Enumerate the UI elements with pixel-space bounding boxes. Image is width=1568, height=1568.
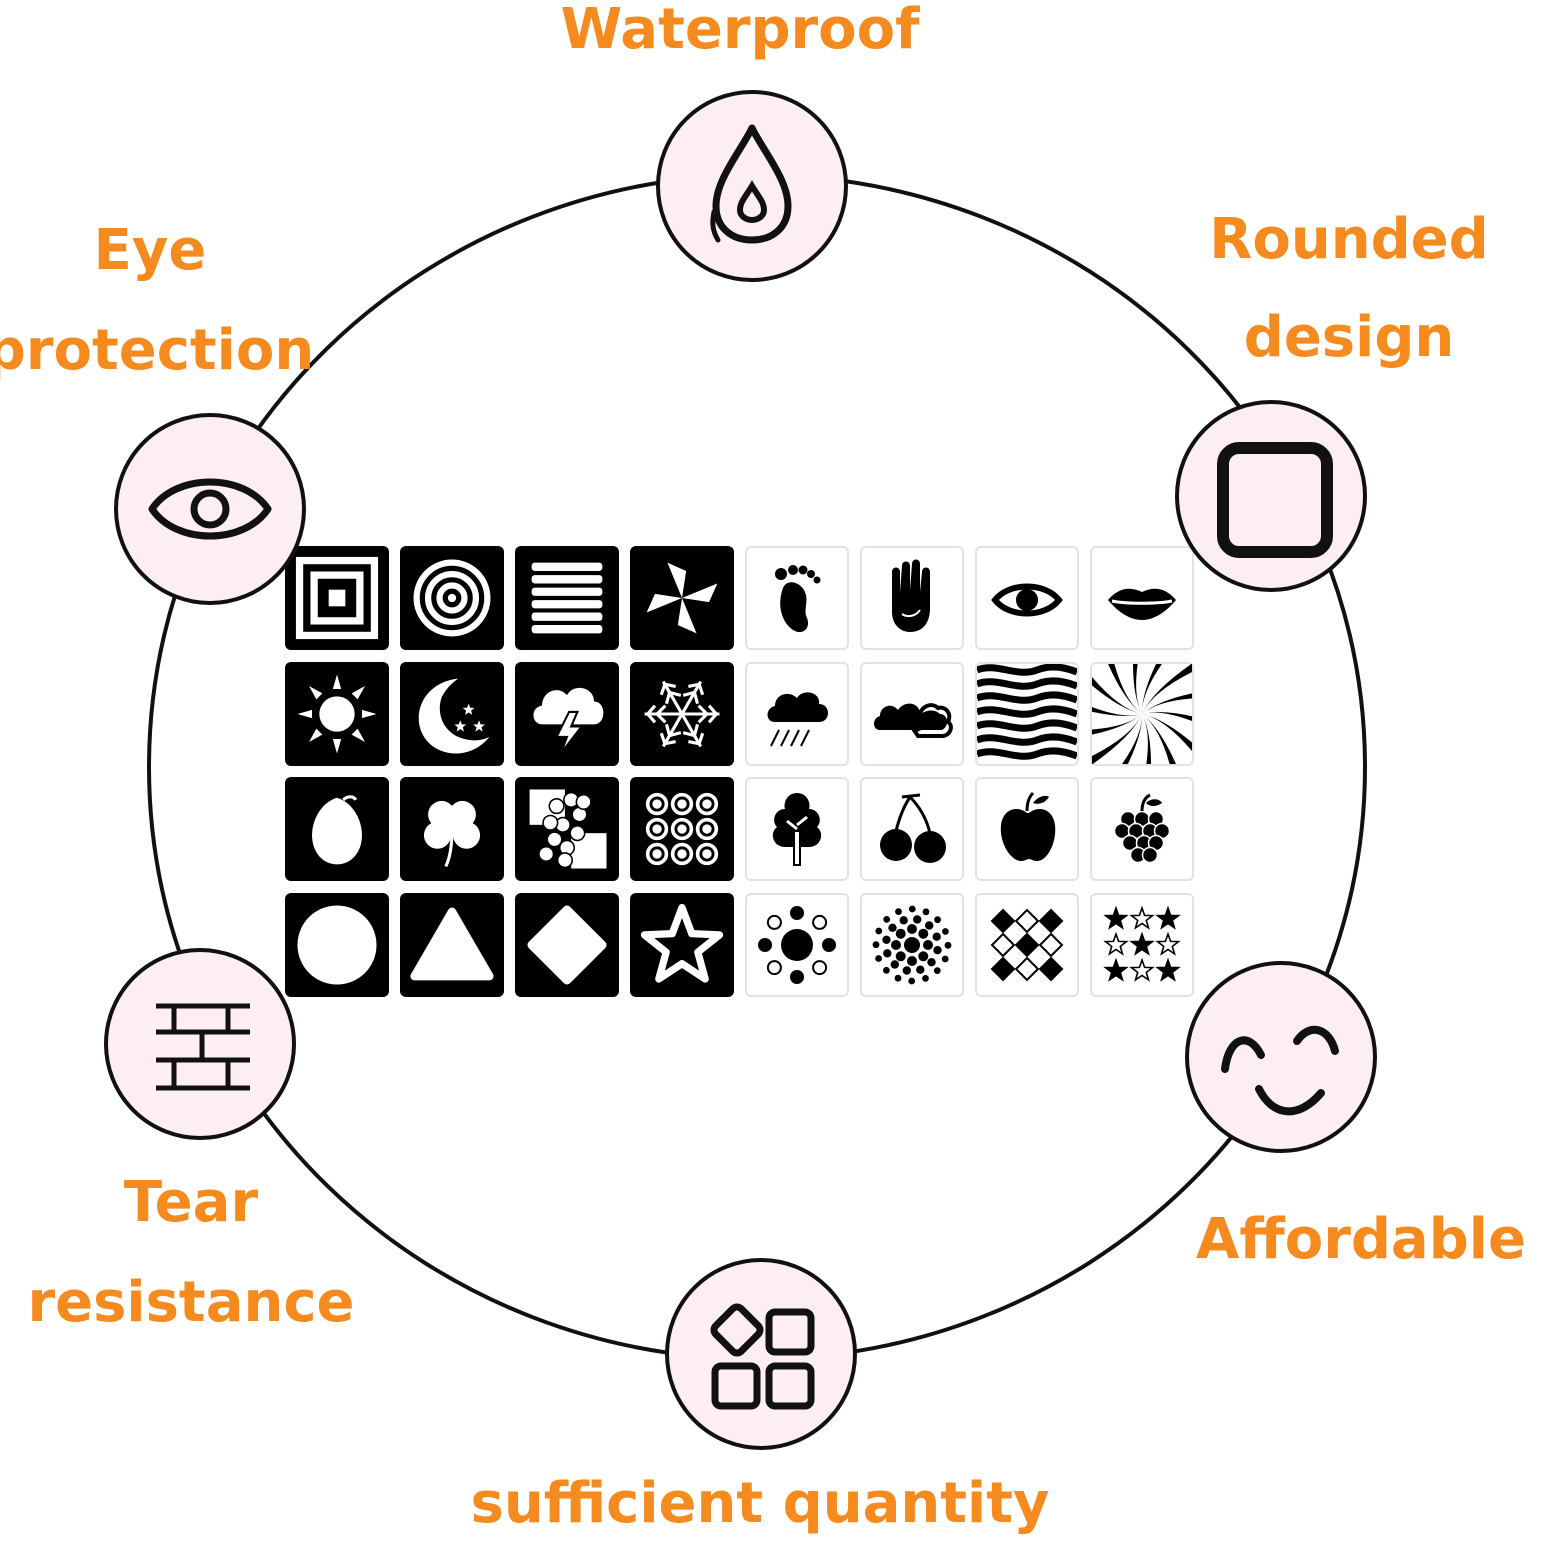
thunder-cloud-icon xyxy=(533,687,604,754)
swirl-icon xyxy=(1092,663,1192,764)
affordable-node xyxy=(1185,961,1377,1153)
eye-icon xyxy=(148,478,272,540)
star-shape-icon xyxy=(640,903,724,983)
lemon-icon xyxy=(312,795,362,865)
stripes-icon xyxy=(531,562,603,634)
card-stripes xyxy=(515,546,619,650)
rounded-design-node xyxy=(1175,400,1367,592)
tree-icon xyxy=(772,793,822,866)
card-lemon xyxy=(285,777,389,881)
card-lips xyxy=(1090,546,1194,650)
card-dot-flower xyxy=(745,892,849,997)
clover-icon xyxy=(423,800,481,868)
card-star-grid xyxy=(1090,892,1194,997)
star-grid-icon xyxy=(1103,905,1181,982)
diamond-shape-icon xyxy=(527,904,607,985)
card-apple xyxy=(975,777,1079,881)
card-tree xyxy=(745,777,849,881)
tear-resistance-label: Tear resistance xyxy=(27,1170,355,1335)
moon-stars-icon xyxy=(418,678,490,754)
grapes-icon xyxy=(1113,793,1171,864)
card-diamond-shape xyxy=(515,892,619,997)
app-blocks-icon xyxy=(710,1303,815,1410)
card-swirl xyxy=(1090,661,1194,766)
footprint-icon xyxy=(775,565,821,633)
card-thunder-cloud xyxy=(515,661,619,766)
card-snowflake xyxy=(630,661,734,766)
card-diamond-grid xyxy=(975,892,1079,997)
circle-shape-icon xyxy=(297,904,377,985)
card-clover xyxy=(400,777,504,881)
eye-icon xyxy=(991,583,1063,617)
tear-resistance-node xyxy=(104,948,296,1140)
concentric-circles-icon xyxy=(413,559,491,637)
water-drop-icon xyxy=(710,124,792,244)
rain-cloud-icon xyxy=(767,691,828,746)
eye-protection-node xyxy=(114,413,306,605)
card-rain-cloud xyxy=(745,661,849,766)
card-dot-burst xyxy=(860,892,964,997)
ring-grid-icon xyxy=(645,792,719,866)
card-circle-shape xyxy=(285,892,389,997)
lips-icon xyxy=(1108,588,1176,620)
dots-pattern-icon xyxy=(529,789,607,869)
card-waves xyxy=(975,661,1079,766)
card-dots-pattern xyxy=(515,777,619,881)
card-concentric-circles xyxy=(400,546,504,650)
concentric-squares-icon xyxy=(295,556,379,640)
card-star-shape xyxy=(630,892,734,997)
card-cherries xyxy=(860,777,964,881)
card-triangle-shape xyxy=(400,892,504,997)
card-clouds xyxy=(860,661,964,766)
affordable-label: Affordable xyxy=(1196,1207,1526,1272)
triangle-shape-icon xyxy=(410,907,494,980)
pinwheel-icon xyxy=(646,562,718,634)
card-eye xyxy=(975,546,1079,650)
card-grid xyxy=(285,546,1197,998)
dot-burst-icon xyxy=(872,905,952,984)
card-ring-grid xyxy=(630,777,734,881)
clouds-icon xyxy=(874,702,953,738)
dot-flower-icon xyxy=(758,905,836,984)
waves-icon xyxy=(977,663,1077,760)
diamond-grid-icon xyxy=(990,908,1064,981)
card-concentric-squares xyxy=(285,546,389,650)
smiley-face-icon xyxy=(1221,1025,1339,1116)
sufficient-quantity-label: sufficient quantity xyxy=(470,1471,1050,1536)
hand-icon xyxy=(892,559,930,632)
apple-icon xyxy=(1000,791,1056,861)
card-moon-stars xyxy=(400,661,504,766)
snowflake-icon xyxy=(644,680,720,747)
brick-wall-icon xyxy=(156,1003,250,1091)
card-footprint xyxy=(745,546,849,650)
eye-protection-label: Eye protection xyxy=(0,218,315,383)
rounded-square-icon xyxy=(1217,442,1333,558)
sun-icon xyxy=(297,673,377,754)
rounded-design-label: Rounded design xyxy=(1209,207,1489,370)
card-pinwheel xyxy=(630,546,734,650)
waterproof-node xyxy=(656,90,848,282)
card-hand xyxy=(860,546,964,650)
card-sun xyxy=(285,661,389,766)
card-grapes xyxy=(1090,777,1194,881)
cherries-icon xyxy=(880,793,946,863)
waterproof-label: Waterproof xyxy=(560,0,920,62)
sufficient-quantity-node xyxy=(665,1258,857,1450)
